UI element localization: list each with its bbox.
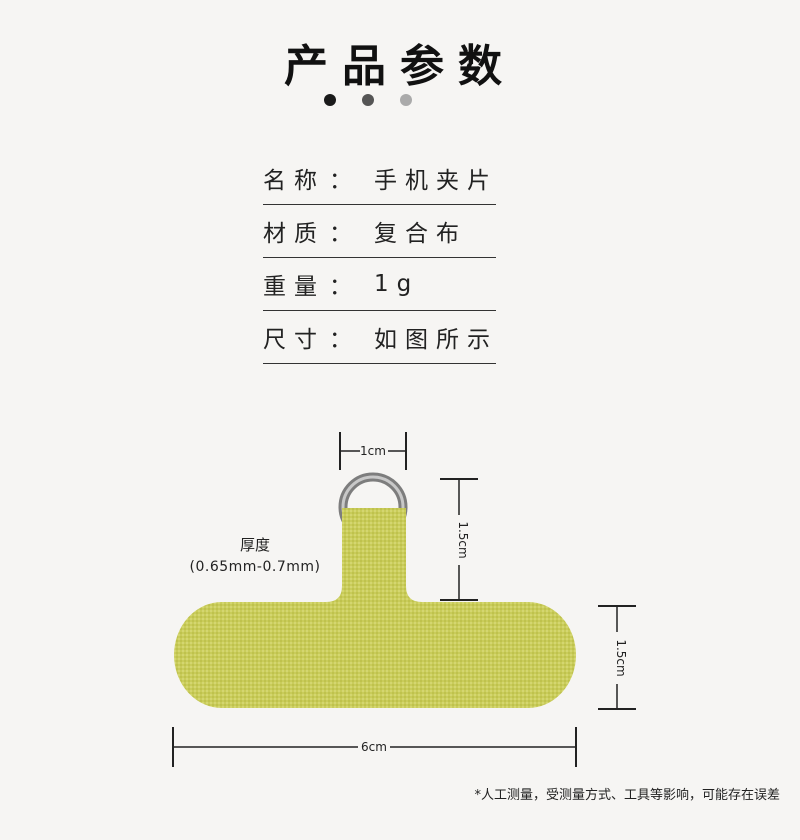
param-key: 尺寸	[263, 327, 325, 353]
title-dots	[0, 94, 800, 108]
param-row-name: 名称 ： 手机夹片	[263, 152, 496, 205]
tab-height-dimension: 1.5cm	[440, 478, 478, 601]
param-value: 手机夹片	[374, 168, 498, 194]
param-value: 如图所示	[374, 327, 498, 353]
page-title: 产品参数	[284, 41, 516, 92]
thickness-title: 厚度	[239, 536, 270, 554]
body-height-dimension: 1.5cm	[598, 605, 636, 710]
param-value: 1g	[374, 271, 420, 297]
fabric-tab-shape	[174, 508, 576, 708]
dot-gray	[362, 94, 374, 106]
param-value: 复合布	[374, 221, 467, 247]
ring-width-dimension: 1cm	[339, 432, 407, 470]
thickness-annotation: 厚度 (0.65mm-0.7mm)	[186, 534, 324, 578]
param-key: 名称	[263, 168, 325, 194]
param-row-size: 尺寸 ： 如图所示	[263, 311, 496, 364]
thickness-value: (0.65mm-0.7mm)	[189, 559, 321, 575]
body-width-label: 6cm	[361, 740, 387, 754]
param-row-material: 材质 ： 复合布	[263, 205, 496, 258]
body-width-dimension: 6cm	[172, 727, 577, 767]
param-key: 重量	[263, 274, 325, 300]
param-list: 名称 ： 手机夹片 材质 ： 复合布 重量 ： 1g 尺寸 ： 如图所示	[263, 152, 496, 364]
param-colon: ：	[329, 327, 360, 353]
body-height-label: 1.5cm	[614, 639, 628, 676]
param-colon: ：	[329, 221, 360, 247]
param-colon: ：	[329, 274, 360, 300]
param-row-weight: 重量 ： 1g	[263, 258, 496, 311]
dot-light-gray	[400, 94, 412, 106]
param-key: 材质	[263, 221, 325, 247]
param-colon: ：	[329, 168, 360, 194]
dot-black	[324, 94, 336, 106]
ring-width-label: 1cm	[360, 444, 386, 458]
measurement-note: *人工测量，受测量方式、工具等影响，可能存在误差	[474, 788, 780, 803]
tab-height-label: 1.5cm	[456, 521, 470, 558]
